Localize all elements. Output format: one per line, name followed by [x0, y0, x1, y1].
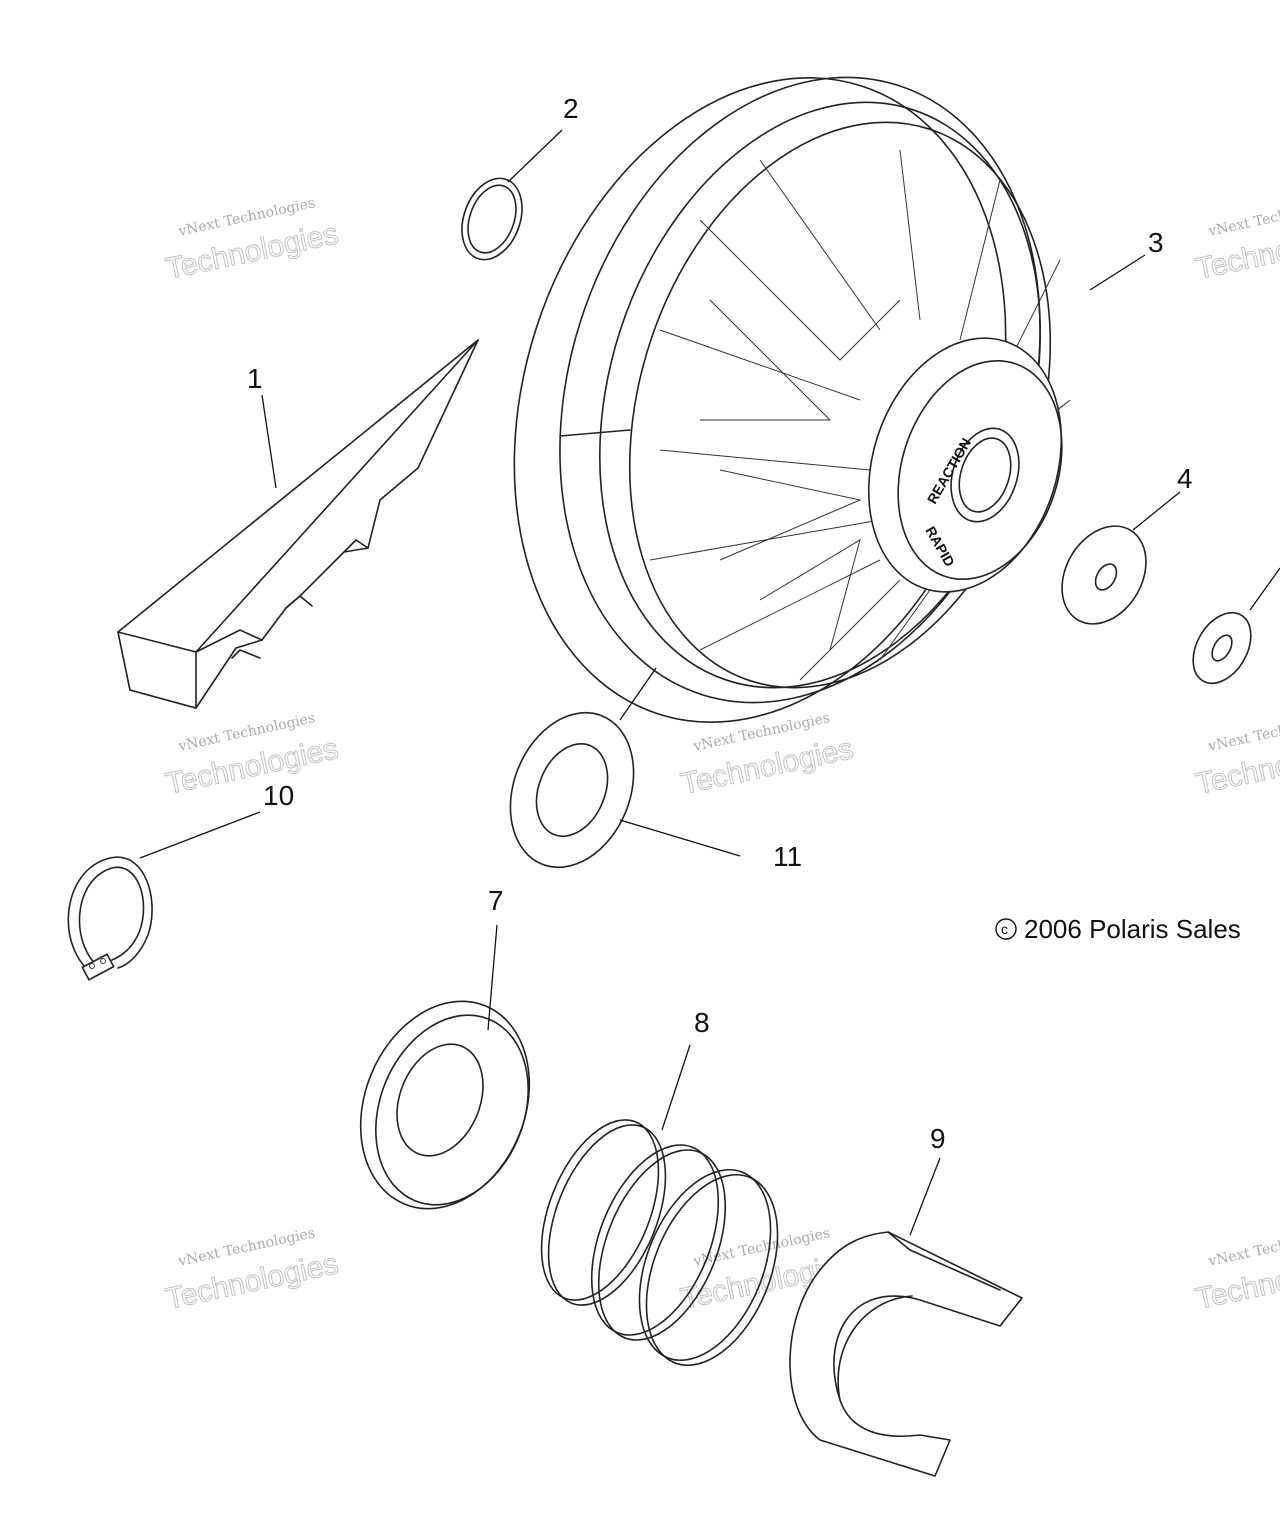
part-5-washer: [1192, 567, 1280, 685]
part-7-spring-cup: [359, 1000, 531, 1210]
copyright-symbol: c: [1001, 921, 1008, 937]
copyright-notice: c 2006 Polaris Sales: [995, 914, 1241, 944]
callout-10: 10: [263, 780, 294, 811]
leader-4: [1132, 491, 1181, 531]
leader-11a: [619, 819, 741, 857]
part-1-drive-belt: [117, 339, 479, 709]
callout-4: 4: [1177, 463, 1193, 494]
part-9-cam: [789, 1231, 1023, 1477]
part-4-washer: [1061, 525, 1147, 625]
leader-11b: [619, 667, 657, 721]
leader-2: [507, 129, 563, 183]
watermark-small: vNext Technologies: [1206, 710, 1280, 755]
callouts: 1 2 3 4 7 8 9 10 11: [247, 93, 1193, 1154]
leader-10: [139, 811, 261, 859]
watermark-small: vNext Technologies: [1206, 195, 1280, 240]
part-3-driven-clutch: REACTION RAPID: [513, 76, 1071, 723]
watermark-small: vNext Technologies: [1206, 1225, 1280, 1270]
leader-3: [1089, 254, 1146, 291]
leader-9: [909, 1157, 941, 1236]
copyright-circle: [995, 918, 1017, 940]
callout-2: 2: [563, 93, 579, 124]
part-10-snap-ring: [67, 856, 153, 981]
leader-8: [661, 1044, 691, 1131]
part-11-washer: [509, 711, 635, 869]
callout-8: 8: [694, 1007, 710, 1038]
part-8-spring: [540, 1119, 779, 1367]
callout-3: 3: [1148, 227, 1164, 258]
callout-9: 9: [930, 1123, 946, 1154]
callout-7: 7: [488, 885, 504, 916]
callout-11: 11: [773, 841, 802, 872]
leader-1: [261, 394, 277, 489]
copyright-text: 2006 Polaris Sales: [1024, 914, 1241, 944]
part-2-o-ring: [461, 177, 523, 261]
callout-1: 1: [247, 363, 263, 394]
leader-7: [487, 924, 498, 1031]
leader-lines: [139, 129, 1181, 1236]
